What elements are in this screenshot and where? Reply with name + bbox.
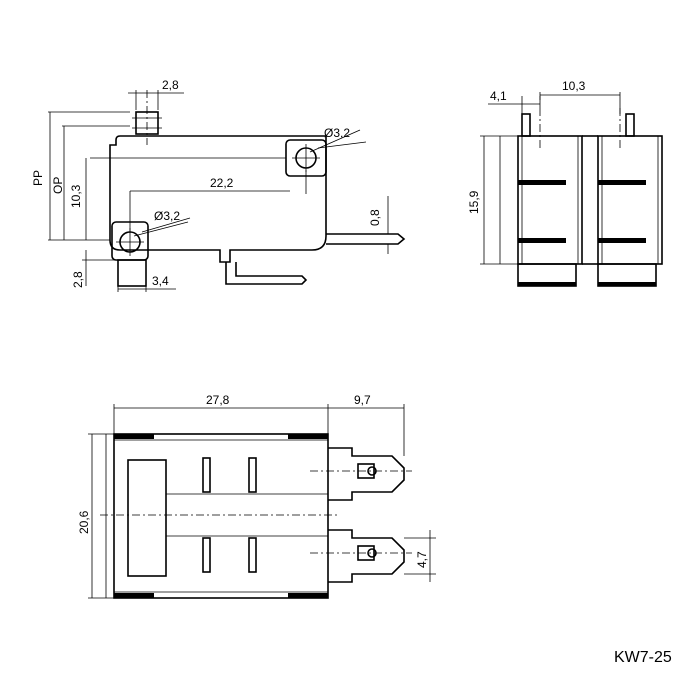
slot-1	[518, 180, 566, 185]
dim-terminal: 0,8	[368, 209, 382, 226]
slot-4	[598, 238, 646, 243]
dim-body-height: 20,6	[77, 510, 91, 534]
switch-body	[109, 135, 327, 263]
label-pp: PP	[31, 170, 45, 186]
side-terminal	[326, 233, 406, 245]
dim-terminal-width: 4,7	[415, 551, 429, 568]
top-body	[113, 433, 329, 599]
dim-pin-spacing: 22,2	[210, 176, 234, 190]
top-actuator	[127, 459, 167, 577]
end-module-left	[517, 135, 583, 265]
dim-offset: 4,1	[490, 89, 507, 103]
dim-height: 15,9	[467, 190, 481, 214]
dim-bottom-height: 2,8	[71, 271, 85, 288]
dim-body-length: 27,8	[206, 393, 230, 407]
end-module-right	[597, 135, 663, 265]
dim-bottom-width: 3,4	[152, 274, 169, 288]
dim-pin-upper: Ø3,2	[324, 126, 350, 140]
slot-3	[518, 238, 566, 243]
dim-pin-lower: Ø3,2	[154, 209, 180, 223]
end-view: 4,1 10,3 15,9	[467, 79, 663, 287]
side-view: 2,8 PP OP 10,3 22,2 Ø3,2 Ø3,2 0,8 2,	[31, 78, 406, 292]
label-op: OP	[51, 177, 65, 194]
dim-terminal-length: 9,7	[354, 393, 371, 407]
dim-spacing: 10,3	[562, 79, 586, 93]
bottom-terminal	[225, 262, 308, 285]
model-label: KW7-25	[614, 649, 672, 666]
top-view: 27,8 9,7 20,6 4,7	[77, 393, 436, 599]
bottom-foot	[117, 259, 147, 287]
dim-top-width: 2,8	[162, 78, 179, 92]
slot-2	[598, 180, 646, 185]
dim-pin-vertical: 10,3	[69, 184, 83, 208]
top-terminal-upper	[328, 447, 405, 501]
top-terminal-lower	[328, 529, 405, 583]
